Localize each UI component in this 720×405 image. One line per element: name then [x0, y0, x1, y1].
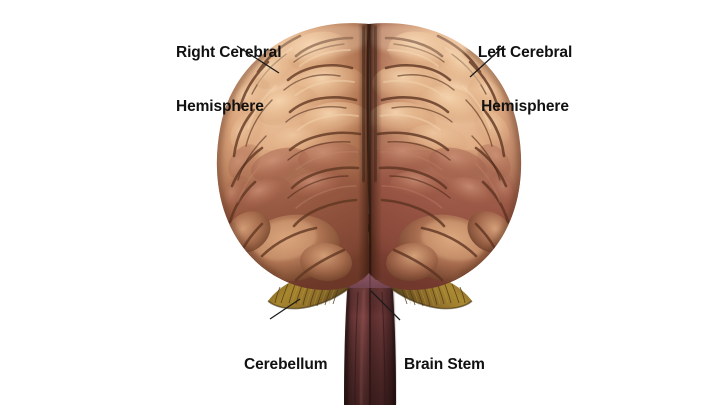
right-cerebral-hemisphere: [216, 23, 368, 290]
label-cerebellum-text: Cerebellum: [244, 356, 328, 373]
left-cerebral-hemisphere: [370, 23, 522, 290]
leader-lines: [236, 45, 505, 321]
leader-brain-stem: [370, 290, 401, 321]
label-left-cerebral-hemisphere-line1: Left Cerebral: [477, 44, 573, 61]
brain-stem-structure: [344, 268, 397, 405]
label-left-cerebral-hemisphere: Left Cerebral Hemisphere: [455, 8, 595, 152]
label-right-cerebral-hemisphere-line2: Hemisphere: [176, 98, 264, 115]
label-left-cerebral-hemisphere-line2: Hemisphere: [481, 98, 569, 115]
longitudinal-fissure: [358, 23, 382, 280]
label-right-cerebral-hemisphere: Right Cerebral Hemisphere: [176, 8, 282, 152]
leader-left-hemisphere: [469, 45, 505, 78]
label-brain-stem-text: Brain Stem: [404, 356, 485, 373]
label-cerebellum: Cerebellum: [244, 320, 328, 405]
leader-right-hemisphere: [236, 45, 280, 74]
label-brain-stem: Brain Stem: [404, 320, 485, 405]
leader-cerebellum: [269, 298, 301, 320]
label-right-cerebral-hemisphere-line1: Right Cerebral: [176, 44, 282, 61]
